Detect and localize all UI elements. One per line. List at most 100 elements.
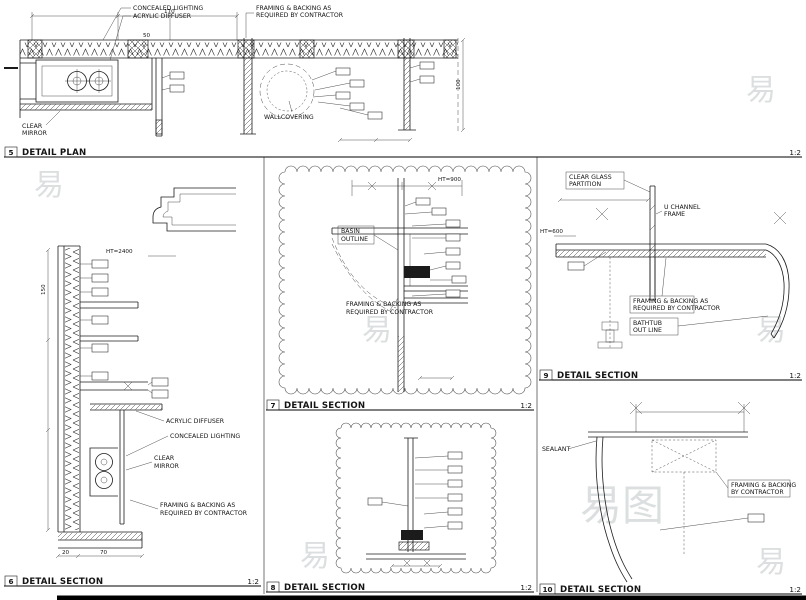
- panel-number: 6: [8, 577, 13, 586]
- ref-tag: [431, 207, 447, 216]
- ref-tag: [91, 273, 109, 283]
- label-clear-mirror: MIRROR: [154, 463, 180, 470]
- titlebar-9: 9 DETAIL SECTION 1:2: [539, 369, 802, 381]
- titlebar-8: 8 DETAIL SECTION 1:2: [266, 581, 534, 593]
- label-framing-backing: REQUIRED BY CONTRACTOR: [256, 12, 344, 19]
- ref-tag: [349, 79, 365, 88]
- dim-50: 50: [143, 33, 151, 39]
- label-concealed-lighting: CONCEALED LIGHTING: [133, 5, 203, 12]
- label-clear-mirror: CLEAR: [22, 123, 43, 130]
- label-u-channel-frame: U CHANNEL: [664, 204, 701, 211]
- label-clear-mirror: MIRROR: [22, 130, 48, 137]
- label-basin-outline: OUTLINE: [341, 236, 368, 243]
- ref-tag: [415, 197, 431, 206]
- ref-tag: [91, 343, 109, 353]
- watermark-text-large: 易图: [580, 481, 664, 530]
- ref-tag: [151, 377, 169, 387]
- ref-tag: [445, 233, 461, 242]
- ref-tag: [445, 247, 461, 256]
- watermark-text: 易: [756, 313, 786, 348]
- ref-tag: [349, 102, 365, 111]
- panel-number: 10: [542, 585, 552, 594]
- label-bathtub-outline: OUT LINE: [633, 327, 662, 334]
- ref-tag: [445, 289, 461, 298]
- ref-tag: [447, 451, 463, 460]
- ref-tag: [447, 479, 463, 488]
- panel-scale: 1:2: [520, 401, 532, 410]
- label-bathtub-outline: BATHTUB: [633, 320, 662, 327]
- label-framing-backing-by: BY CONTRACTOR: [731, 489, 784, 496]
- detail-section-7: HT=900 BASIN OUTLINE FRAMING & BACKING A…: [278, 165, 532, 395]
- watermarks: 易 易 易 易 易 易 易图: [34, 73, 786, 580]
- label-framing-backing-by: FRAMING & BACKING: [731, 482, 796, 489]
- detail-plan-5: 170 50 WALLCOVERING: [4, 5, 466, 143]
- ref-tag: [335, 91, 351, 100]
- label-concealed-lighting: CONCEALED LIGHTING: [170, 433, 240, 440]
- watermark-text: 易: [756, 545, 786, 580]
- watermark-text: 易: [746, 73, 776, 108]
- dim-70: 70: [100, 550, 108, 556]
- ref-tag: [367, 111, 383, 120]
- ref-tag: [367, 497, 383, 506]
- detail-section-10: SEALANT FRAMING & BACKING BY CONTRACTOR: [542, 401, 796, 583]
- label-wallcovering: WALLCOVERING: [264, 114, 314, 121]
- panel-title: DETAIL SECTION: [284, 401, 365, 411]
- dim-170: 170: [164, 9, 175, 15]
- label-acrylic-diffuser: ACRYLIC DIFFUSER: [166, 418, 225, 425]
- panel-number: 9: [543, 371, 548, 380]
- panel-dividers: [57, 157, 806, 600]
- label-clear-mirror: CLEAR: [154, 455, 175, 462]
- ref-tag: [447, 507, 463, 516]
- label-u-channel-frame: FRAME: [664, 211, 685, 218]
- titlebar-7: 7 DETAIL SECTION 1:2: [266, 399, 534, 411]
- panel-scale: 1:2: [789, 371, 801, 380]
- panel-title: DETAIL PLAN: [22, 148, 86, 158]
- ref-tag: [335, 67, 351, 76]
- panel-number: 7: [270, 401, 275, 410]
- dim-ht900: HT=900: [438, 177, 461, 183]
- ref-tag: [567, 261, 585, 271]
- dim-100: 100: [456, 79, 462, 90]
- ref-tag: [169, 71, 185, 80]
- ref-tag: [447, 493, 463, 502]
- dim-ht2400: HT=2400: [106, 249, 133, 255]
- detail-section-6: HT=2400 150 ACRYLIC DIFFUSER CONCEALED L…: [41, 187, 248, 559]
- ref-tag: [445, 261, 461, 270]
- label-framing-backing: FRAMING & BACKING AS: [160, 502, 235, 509]
- dim-20: 20: [62, 550, 70, 556]
- ref-tag: [91, 371, 109, 381]
- dim-ht600: HT=600: [540, 229, 563, 235]
- detail-section-8: [335, 422, 497, 574]
- panel-scale: 1:2: [789, 585, 801, 594]
- dim-150: 150: [41, 284, 47, 295]
- panel-scale: 1:2: [520, 583, 532, 592]
- label-framing-backing: FRAMING & BACKING AS: [256, 5, 331, 12]
- panel-title: DETAIL SECTION: [22, 577, 103, 587]
- label-framing-backing: FRAMING & BACKING AS: [346, 301, 421, 308]
- ref-tag: [151, 389, 169, 399]
- detail-section-9: CLEAR GLASS PARTITION U CHANNEL FRAME HT…: [540, 171, 790, 349]
- watermark-text: 易: [300, 539, 330, 574]
- panel-scale: 1:2: [247, 577, 259, 586]
- panel-title: DETAIL SECTION: [284, 583, 365, 593]
- ref-tag: [169, 84, 185, 93]
- ref-tag: [419, 75, 435, 84]
- ref-tag: [91, 315, 109, 325]
- panel-title: DETAIL SECTION: [557, 371, 638, 381]
- ref-tag: [445, 219, 461, 228]
- ref-tag: [91, 287, 109, 297]
- label-basin-outline: BASIN: [341, 228, 360, 235]
- label-framing-backing: FRAMING & BACKING AS: [633, 298, 708, 305]
- watermark-text: 易: [34, 168, 64, 203]
- ref-tag: [447, 465, 463, 474]
- label-clear-glass-partition: PARTITION: [569, 181, 601, 188]
- label-framing-backing: REQUIRED BY CONTRACTOR: [346, 309, 434, 316]
- ref-tag: [747, 513, 765, 523]
- panel-number: 8: [270, 583, 275, 592]
- panel-number: 5: [8, 148, 13, 157]
- titlebar-5: 5 DETAIL PLAN 1:2: [4, 146, 802, 158]
- ref-tag: [447, 521, 463, 530]
- ref-tag: [91, 259, 109, 269]
